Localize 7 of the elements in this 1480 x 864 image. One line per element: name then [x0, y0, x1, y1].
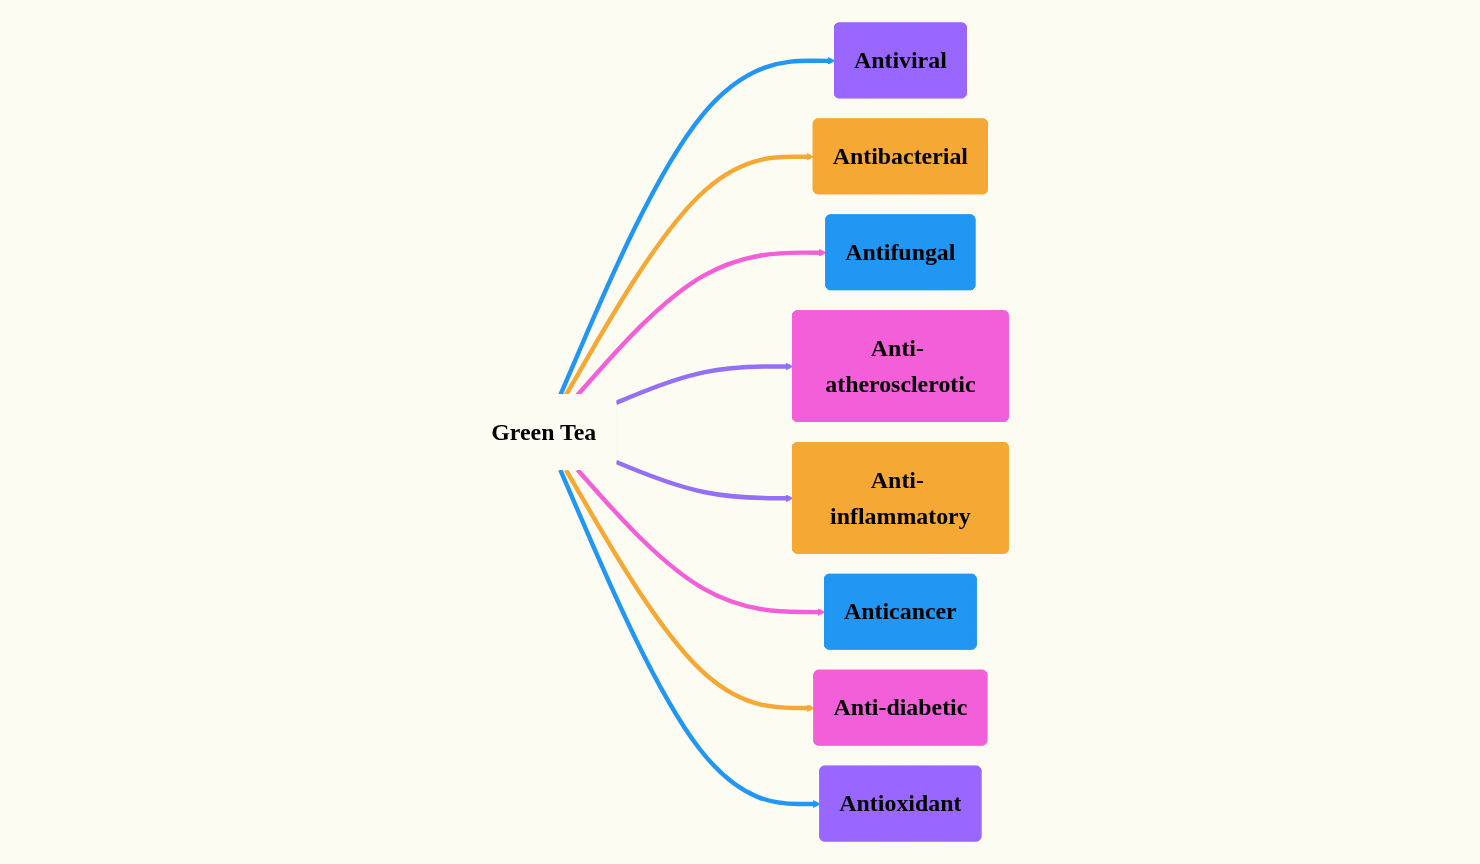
arrow — [558, 468, 821, 808]
arrow — [575, 468, 826, 616]
arrow — [615, 362, 794, 405]
arrow — [563, 468, 815, 712]
arrow — [615, 459, 794, 503]
node-text: Green Tea — [491, 418, 597, 446]
arrow — [558, 56, 836, 396]
